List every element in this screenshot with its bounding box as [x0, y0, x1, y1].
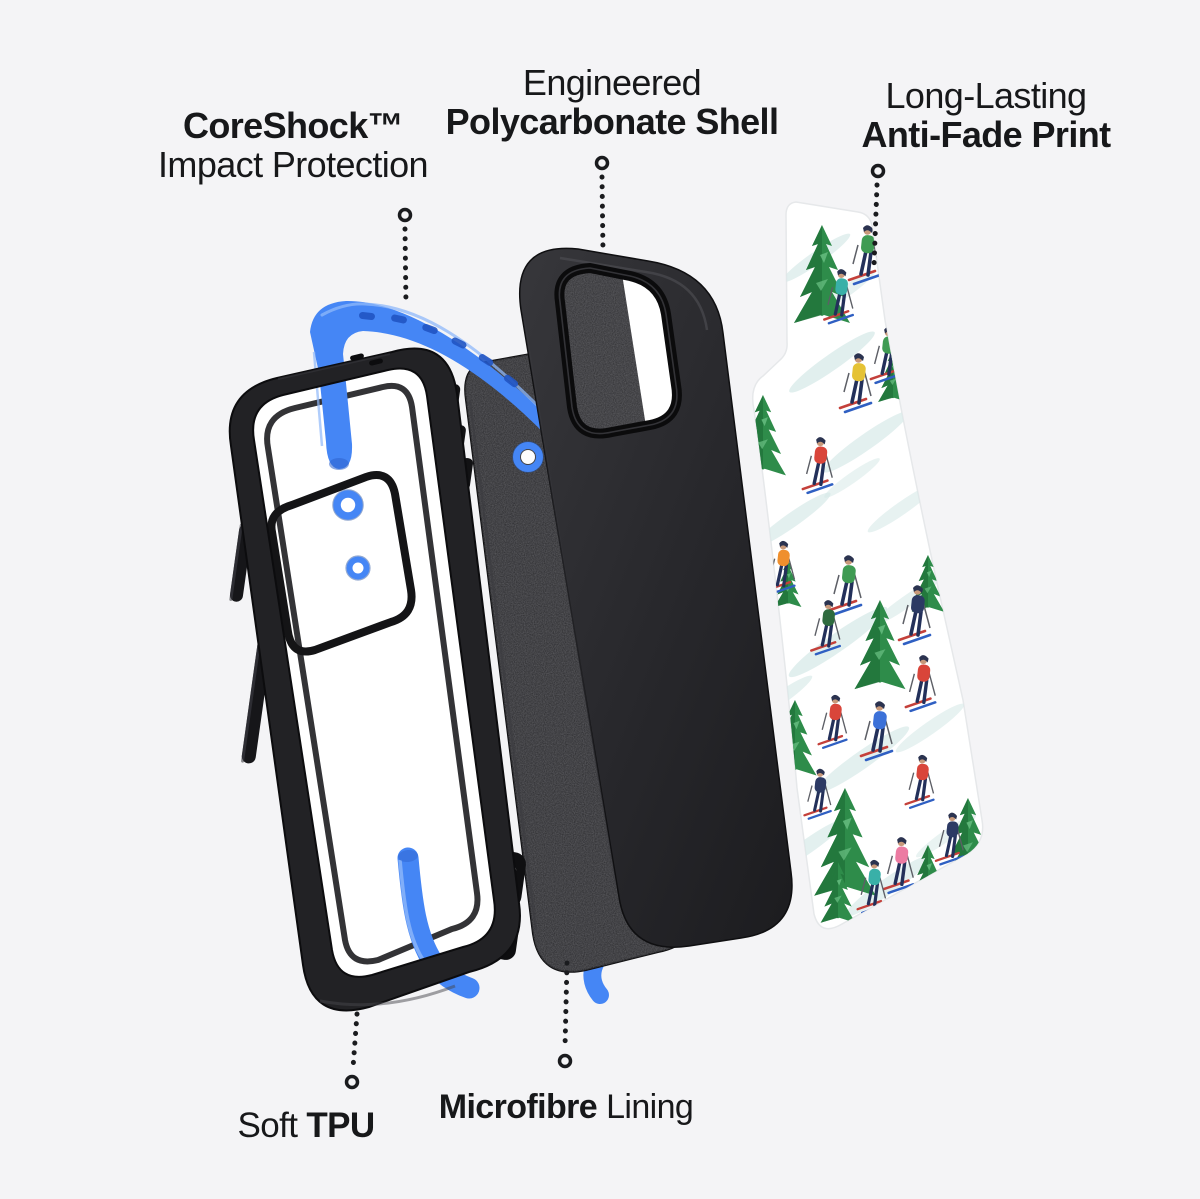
callout-antifade-line1: Long-Lasting — [885, 75, 1088, 116]
callout-microfibre-regular: Lining — [606, 1088, 694, 1126]
leader-tpu — [344, 1011, 360, 1090]
leader-coreshock — [397, 207, 413, 308]
callout-antifade-line2: Anti-Fade Print — [861, 114, 1112, 155]
leader-lining — [557, 960, 573, 1069]
callout-antifade: Long-Lasting Anti-Fade Print — [786, 76, 1186, 154]
callout-polycarbonate-line1: Engineered — [522, 62, 702, 103]
callout-polycarbonate: Engineered Polycarbonate Shell — [412, 63, 812, 141]
leader-print — [870, 163, 886, 269]
printed-insert — [751, 201, 984, 930]
callout-coreshock-line2: Impact Protection — [158, 144, 429, 185]
camera-cutout-outline — [267, 471, 416, 656]
leader-lines — [344, 155, 886, 1090]
callout-soft-tpu-bold: TPU — [306, 1106, 375, 1145]
coreshock-ring-icon — [512, 441, 544, 473]
leader-shell — [594, 155, 610, 255]
callout-polycarbonate-line2: Polycarbonate Shell — [445, 101, 779, 142]
callout-coreshock: CoreShock™ Impact Protection — [93, 106, 493, 184]
bumper-case-frame — [228, 347, 521, 1012]
coreshock-band — [310, 300, 566, 470]
callout-microfibre-bold: Microfibre — [438, 1088, 598, 1126]
callout-coreshock-line1: CoreShock™ — [182, 105, 404, 146]
polycarbonate-shell — [519, 247, 793, 948]
shell-camera-hole — [554, 262, 682, 439]
coreshock-ring-icon — [332, 489, 371, 581]
callout-soft-tpu-regular: Soft — [237, 1106, 298, 1145]
